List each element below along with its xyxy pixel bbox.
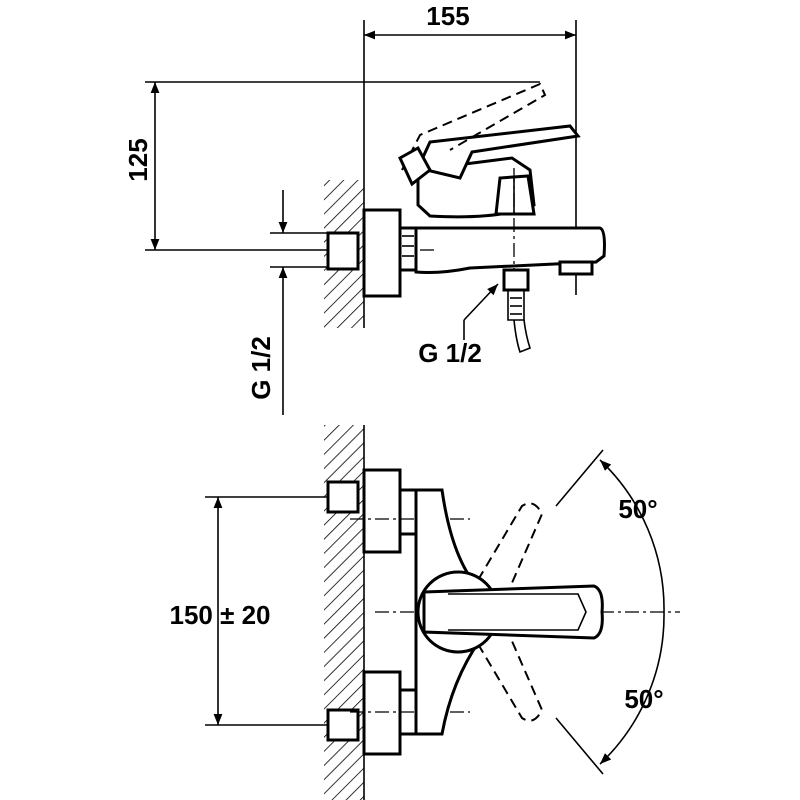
lever-position-up [477,502,544,593]
lever-front [422,584,604,640]
mixer-body-side [414,226,606,274]
inlet-thread-label: G 1/2 [246,336,276,400]
angle-arc-up [599,459,665,613]
dimension-spacing: 150 ± 20 [169,496,330,726]
height-dimension-label: 125 [123,138,153,181]
dimension-155: 155 [363,1,577,295]
flange-upper [362,468,402,554]
inlet-nut-upper [326,480,360,514]
flange-lower [362,670,402,756]
width-dimension-label: 155 [426,1,469,31]
inlet-nut-lower [326,708,360,742]
lever-side [415,124,581,180]
diverter-knob-side [494,174,536,216]
spacing-dimension-label: 150 ± 20 [169,600,270,630]
hose-connector [502,268,530,292]
dimension-125: 125 [123,81,540,251]
wall-flange-top [362,208,402,298]
angle-arc-down [599,611,665,765]
side-view: 155 125 G 1/2 [123,1,606,415]
angle-down-label: 50° [624,684,663,714]
lever-position-down [477,631,544,722]
angle-up-label: 50° [618,494,657,524]
front-view: 150 ± 20 50° 50° [169,425,680,800]
outlet-thread-label: G 1/2 [418,338,482,368]
inlet-thread-dimension: G 1/2 [246,190,332,415]
inlet-nut-top [326,231,360,271]
